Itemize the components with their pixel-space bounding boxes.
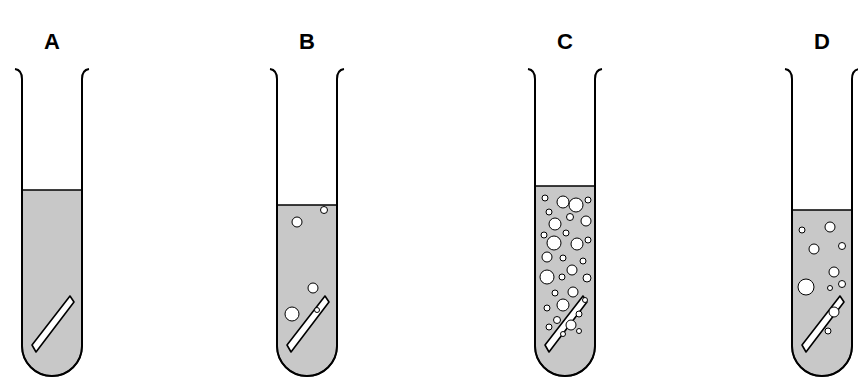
test-tube	[15, 69, 89, 376]
test-tube	[270, 69, 344, 376]
test-tube	[785, 69, 858, 376]
tube-letter: C	[557, 31, 573, 53]
tube-letter: B	[299, 31, 315, 53]
tube-letter: D	[814, 31, 830, 53]
test-tube	[528, 69, 602, 376]
tube-letter: A	[44, 31, 60, 53]
